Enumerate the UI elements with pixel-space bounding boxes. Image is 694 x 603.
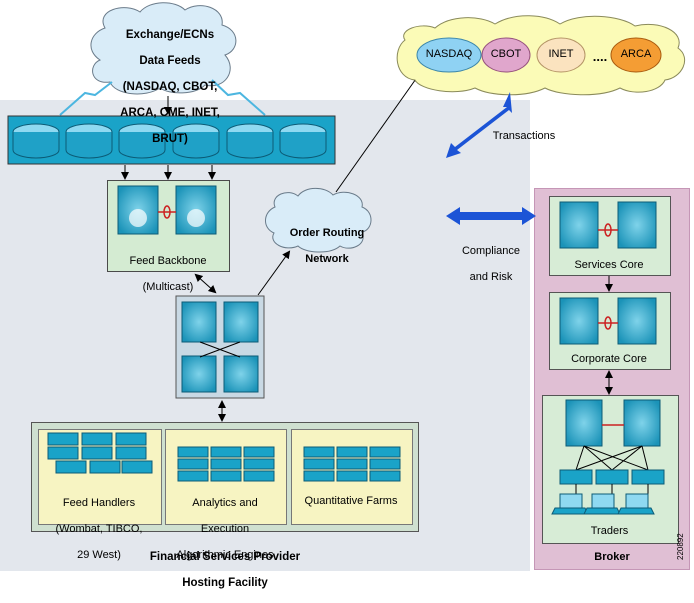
traders-network <box>551 399 665 515</box>
quant-farms-label: Quantitative Farms <box>304 495 398 507</box>
data-feeds-line4: ARCA, CME, INET, <box>120 107 220 119</box>
corporate-core-switches <box>559 297 657 345</box>
order-routing-line2: Network <box>305 253 349 265</box>
order-routing-line1: Order Routing <box>289 227 365 239</box>
feed-link-right <box>211 79 266 116</box>
compliance-label: Compliance and Risk <box>449 232 533 297</box>
router-icons <box>12 123 327 159</box>
analytics-line2: Execution <box>200 523 250 535</box>
feed-backbone-line1: Feed Backbone <box>129 255 207 267</box>
compliance-arrow <box>446 207 536 225</box>
quant-servers <box>303 446 401 482</box>
services-core-switches <box>559 201 657 249</box>
analytics-servers <box>177 446 275 482</box>
transactions-arrow <box>446 92 512 158</box>
feed-backbone-switches <box>117 185 217 235</box>
aggregation-switches <box>181 301 259 393</box>
compliance-line2: and Risk <box>469 271 513 283</box>
feed-backbone-line2: (Multicast) <box>142 281 194 293</box>
feed-handlers-line2: (Wombat, TIBCO, <box>55 523 143 535</box>
more-exchanges-dots: .... <box>592 49 608 64</box>
cbot-label: CBOT <box>490 48 522 60</box>
analytics-line1: Analytics and <box>192 497 258 509</box>
order-routing-label: Order Routing Network <box>277 214 377 279</box>
arca-node <box>610 37 662 73</box>
order-routing-cloud <box>265 187 372 253</box>
arca-label: ARCA <box>620 48 652 60</box>
services-core-label: Services Core <box>574 259 644 271</box>
nasdaq-label: NASDAQ <box>425 48 473 60</box>
analytics-label: Analytics and Execution Algorithmic Engi… <box>165 484 285 575</box>
feed-handlers-line3: 29 West) <box>77 549 121 561</box>
feed-backbone-label: Feed Backbone (Multicast) <box>108 242 228 307</box>
feed-link-left <box>59 81 113 116</box>
data-feeds-line3: (NASDAQ, CBOT, <box>122 81 218 93</box>
inet-label: INET <box>548 48 574 60</box>
data-feeds-label: Exchange/ECNs Data Feeds (NASDAQ, CBOT, … <box>100 16 240 159</box>
exchange-ellipses <box>416 37 662 73</box>
data-feeds-line1: Exchange/ECNs <box>125 29 215 41</box>
diagram-graphics <box>7 2 686 515</box>
compliance-line1: Compliance <box>461 245 521 257</box>
broker-label: Broker <box>594 551 630 563</box>
transactions-label: Transactions <box>492 130 556 142</box>
data-feeds-line2: Data Feeds <box>139 55 201 67</box>
feed-handlers-line1: Feed Handlers <box>62 497 136 509</box>
feed-handler-servers <box>47 432 153 474</box>
fsp-line1: Financial Services Provider <box>149 551 301 563</box>
feed-handlers-label: Feed Handlers (Wombat, TIBCO, 29 West) <box>38 484 160 575</box>
fsp-line2: Hosting Facility <box>182 577 268 589</box>
inet-node <box>536 37 586 73</box>
analytics-line3: Algorithmic Engines <box>176 549 274 561</box>
traders-label: Traders <box>590 525 629 537</box>
data-feeds-cloud <box>90 2 237 95</box>
data-feeds-line5: BRUT) <box>152 133 188 145</box>
cbot-node <box>481 37 531 73</box>
figure-id: 220892 <box>676 533 685 560</box>
corporate-core-label: Corporate Core <box>571 353 647 365</box>
nasdaq-node <box>416 37 482 73</box>
